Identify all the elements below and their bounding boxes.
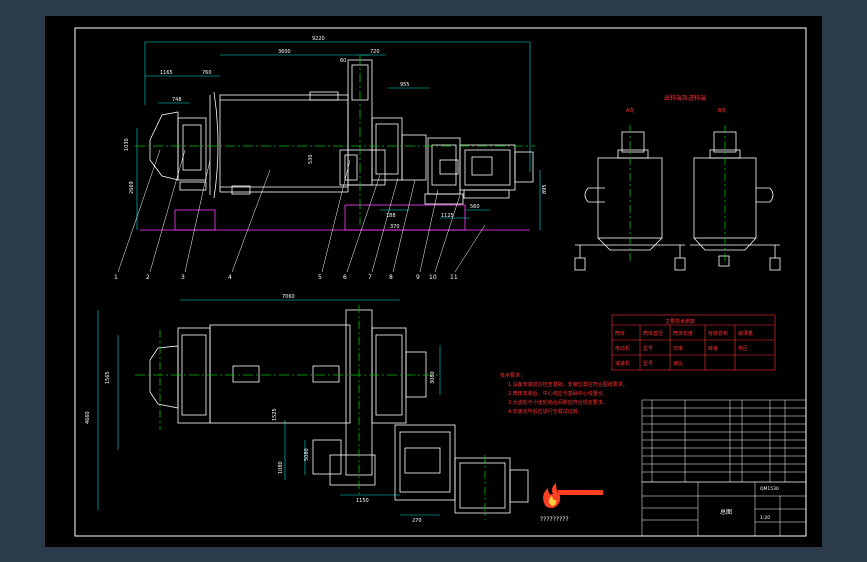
part-number: 7 xyxy=(368,274,372,281)
spec-cell: 筒体 xyxy=(615,330,625,337)
part-number: 5 xyxy=(318,274,322,281)
logo-caption: ????????? xyxy=(540,516,569,523)
dim-4660: 4660 xyxy=(85,411,91,424)
drawing-code: QM1530 xyxy=(760,486,779,492)
part-number: 3 xyxy=(181,274,185,281)
spec-cell: 型号 xyxy=(643,360,653,367)
dim-895: 895 xyxy=(542,184,548,194)
part-number: 4 xyxy=(228,274,232,281)
side-views xyxy=(574,125,781,271)
technical-notes: 技术要求： 1.设备安装前应检查基础，安装位置应符合图纸要求。 2.筒体安装后，… xyxy=(500,372,628,415)
spec-cell: 电动机 xyxy=(615,345,630,352)
note-item: 3.大齿轮与小齿轮啮合间隙应符合规定要求。 xyxy=(508,399,608,406)
side-view-b-label: B向 xyxy=(718,107,726,114)
dim-720: 720 xyxy=(370,49,380,55)
plan-view xyxy=(97,299,529,520)
title-block xyxy=(641,481,807,537)
dim-530: 530 xyxy=(308,154,314,164)
part-number: 10 xyxy=(429,274,437,281)
note-item: 2.筒体安装后，中心线应与基础中心线重合。 xyxy=(508,390,608,397)
dim-5080: 5080 xyxy=(304,448,310,461)
notes-heading: 技术要求： xyxy=(500,372,525,379)
spec-table xyxy=(611,314,776,371)
part-number: 9 xyxy=(416,274,420,281)
elevation-view xyxy=(117,41,541,273)
dim-overall: 9220 xyxy=(312,36,325,42)
side-view-a-label: A向 xyxy=(626,107,634,114)
spec-cell: 有效容积 xyxy=(708,330,728,337)
spec-cell: 转速 xyxy=(708,345,718,352)
spec-table-cells: 筒体 筒体直径 筒体长度 有效容积 装球量 电动机 型号 功率 转速 电压 减速… xyxy=(615,330,753,367)
drawing-scale: 1:20 xyxy=(760,515,770,521)
dim-2669: 2669 xyxy=(129,181,135,194)
part-number: 6 xyxy=(343,274,347,281)
dim-760: 760 xyxy=(202,70,212,76)
dim-1150: 1150 xyxy=(356,498,369,504)
spec-cell: 速比 xyxy=(673,360,683,367)
dim-1125: 1125 xyxy=(441,213,454,219)
spec-cell: 筒体长度 xyxy=(673,330,693,337)
note-item: 4.安装完毕后应进行空载试运转。 xyxy=(508,408,583,415)
drawing-sheet xyxy=(45,16,822,547)
spec-cell: 电压 xyxy=(738,345,748,352)
dim-1080: 1080 xyxy=(278,461,284,474)
side-views-title: 出料端及进料端 xyxy=(664,94,706,102)
part-number: 2 xyxy=(146,274,150,281)
dim-plan-overall: 7060 xyxy=(282,294,295,300)
dim-560: 560 xyxy=(470,204,480,210)
dim-748: 748 xyxy=(172,97,182,103)
dim-3080: 3080 xyxy=(430,371,436,384)
dim-955: 955 xyxy=(400,82,410,88)
spec-cell: 减速机 xyxy=(615,360,630,367)
drawing-title: 总图 xyxy=(720,508,732,516)
drawing-border xyxy=(74,27,807,537)
dim-1030: 1030 xyxy=(124,138,130,151)
spec-cell: 型号 xyxy=(643,345,653,352)
spec-cell: 功率 xyxy=(673,345,683,352)
elevation-dimension-labels: 9220 3600 720 1165 760 748 60 955 1030 2… xyxy=(124,36,548,230)
spec-cell: 筒体直径 xyxy=(643,330,663,337)
dim-1525: 1525 xyxy=(272,408,278,421)
plan-dimension-labels: 7060 4660 1565 1525 1080 1150 270 5080 3… xyxy=(85,294,436,524)
spec-cell: 装球量 xyxy=(738,330,753,337)
note-item: 1.设备安装前应检查基础，安装位置应符合图纸要求。 xyxy=(508,381,628,388)
dim-60: 60 xyxy=(340,58,346,64)
dim-188: 188 xyxy=(386,213,396,219)
part-number: 1 xyxy=(114,274,118,281)
part-number: 8 xyxy=(389,274,393,281)
dim-shell: 3600 xyxy=(278,49,291,55)
company-logo xyxy=(543,483,603,508)
dim-1565: 1565 xyxy=(105,371,111,384)
part-number-labels: 1 2 3 4 5 6 7 8 9 10 11 xyxy=(114,274,458,281)
part-number: 11 xyxy=(450,274,458,281)
dim-270: 270 xyxy=(412,518,422,524)
spec-table-title: 主要技术参数 xyxy=(665,318,695,325)
dim-370: 370 xyxy=(390,224,400,230)
dim-1165: 1165 xyxy=(160,70,173,76)
